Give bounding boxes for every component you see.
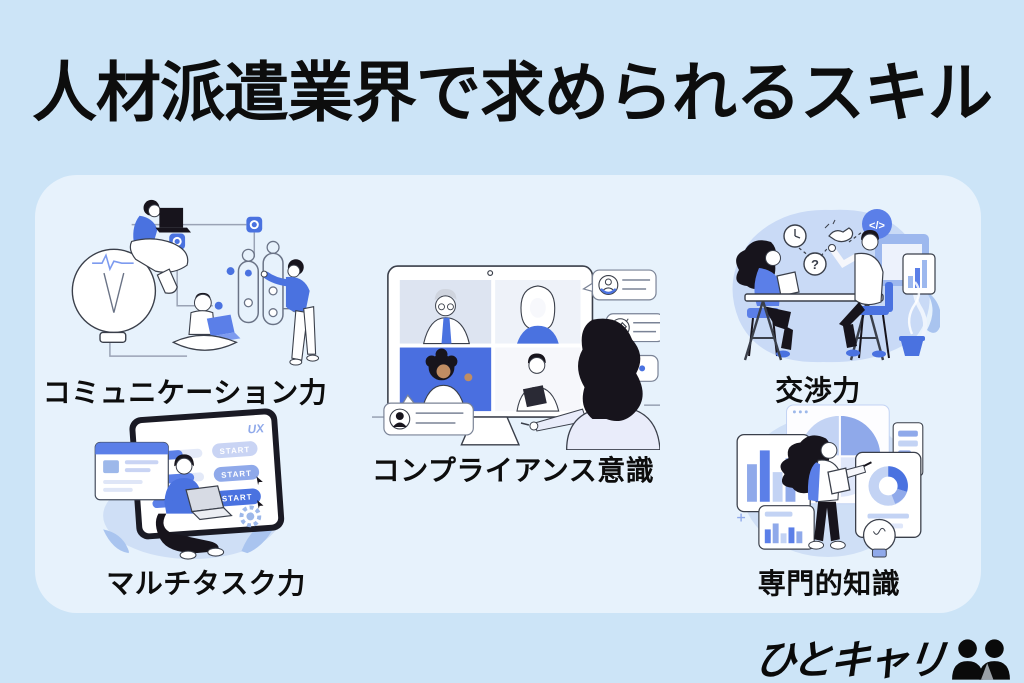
skill-label-negotiation: 交渉力: [775, 375, 861, 406]
browser-window: [94, 441, 169, 501]
start-button: [212, 441, 258, 459]
person-on-bulb: [129, 199, 191, 294]
speech-bubble: [582, 269, 657, 301]
brand-logo: ひとキャリ: [752, 633, 1012, 683]
svg-text:START: START: [222, 492, 253, 503]
monitor-stand: [460, 416, 521, 446]
communication-illustration: [62, 192, 320, 370]
clipboard-icon: [827, 467, 851, 495]
donut-chart-card: [855, 451, 922, 538]
expertise-illustration: [728, 403, 928, 561]
cursor-icon: [256, 476, 263, 486]
person-crosslegged: [171, 292, 241, 351]
people-icon: [952, 639, 1010, 680]
speech-bubble: [383, 394, 474, 436]
start-button: [213, 464, 260, 482]
clock-icon: [783, 224, 807, 248]
skill-label-multitask: マルチタスク力: [106, 568, 306, 599]
compliance-illustration: [372, 256, 660, 450]
skill-label-communication: コミュニケーション力: [42, 377, 328, 408]
logo-text: ひとキャリ: [752, 637, 947, 683]
app-label: UX: [247, 421, 265, 436]
gear-icon: [239, 505, 262, 528]
skill-label-compliance: コンプライアンス意識: [371, 455, 655, 486]
negotiation-illustration: ? </>: [718, 198, 940, 368]
gear-node-icon: [246, 216, 263, 233]
lightbulb-icon: [862, 518, 896, 558]
svg-text:?: ?: [811, 257, 819, 272]
skill-label-expertise: 専門的知識: [757, 568, 901, 599]
seated-person: [155, 454, 233, 560]
plant-pot: [899, 281, 925, 356]
start-button: [213, 488, 261, 507]
page-title: 人材派遣業界で求められるスキル: [31, 56, 993, 129]
window-chart-icon: [875, 234, 936, 295]
viewer-woman: [520, 318, 660, 450]
person-at-brain: [260, 259, 320, 366]
mini-bar-card: [758, 505, 815, 550]
handshake-icon: [824, 219, 854, 243]
multitask-illustration: UX START START START: [93, 403, 291, 561]
brain-circuit-icon: [237, 240, 299, 326]
laptop-icon: [185, 485, 225, 513]
question-icon: ?: [803, 252, 827, 276]
cursor-icon: [257, 500, 264, 509]
lightbulb-icon: [71, 248, 157, 344]
webcam-icon: [487, 270, 494, 277]
right-person: [828, 230, 893, 359]
svg-text:START: START: [221, 469, 252, 480]
svg-text:</>: </>: [869, 220, 885, 232]
presenter-woman: [780, 435, 872, 550]
svg-text:START: START: [219, 445, 250, 456]
